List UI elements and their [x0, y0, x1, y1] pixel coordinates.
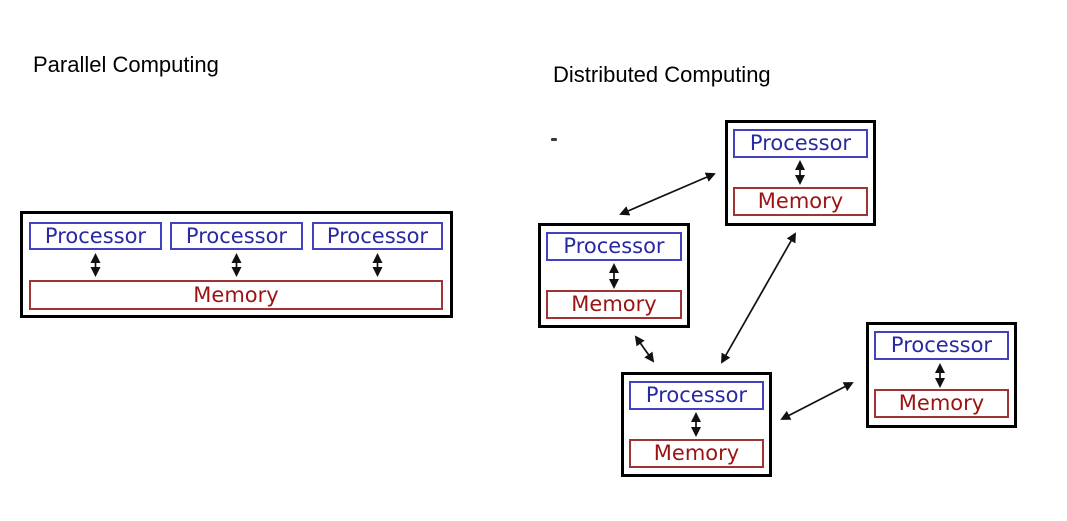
processor-label: Processor	[44, 223, 147, 248]
parallel-processor-box-3: Processor	[312, 222, 443, 250]
parallel-computing-title: Parallel Computing	[33, 52, 219, 77]
node-memory-box: Memory	[874, 389, 1009, 418]
arrow-link-top-bottom	[721, 232, 796, 364]
node-processor-box: Processor	[874, 331, 1009, 360]
processor-label: Processor	[326, 223, 429, 248]
memory-label: Memory	[898, 391, 985, 415]
distributed-node-bottom: Processor Memory	[621, 372, 772, 477]
distributed-node-left: Processor Memory	[538, 223, 690, 328]
node-memory-box: Memory	[733, 187, 868, 216]
node-processor-box: Processor	[733, 129, 868, 158]
distributed-node-top: Processor Memory	[725, 120, 876, 226]
parallel-processor-box-1: Processor	[29, 222, 162, 250]
parallel-shared-memory-box: Memory	[29, 280, 443, 310]
arrow-link-left-top	[619, 172, 716, 216]
distributed-computing-title: Distributed Computing	[553, 62, 771, 87]
memory-label: Memory	[571, 292, 657, 316]
node-processor-box: Processor	[629, 381, 764, 410]
memory-label: Memory	[193, 282, 279, 307]
memory-label: Memory	[653, 441, 740, 465]
stray-mark	[551, 138, 557, 141]
processor-label: Processor	[890, 333, 993, 357]
parallel-processor-box-2: Processor	[170, 222, 303, 250]
arrow-link-bottom-right	[780, 382, 854, 420]
arrow-link-left-bottom	[634, 335, 655, 363]
distributed-node-right: Processor Memory	[866, 322, 1017, 428]
node-processor-box: Processor	[546, 232, 682, 261]
node-memory-box: Memory	[546, 290, 682, 319]
processor-label: Processor	[185, 223, 288, 248]
processor-label: Processor	[645, 383, 748, 407]
processor-label: Processor	[563, 234, 665, 258]
parallel-system-frame: Processor Processor Processor Memory	[20, 211, 453, 318]
processor-label: Processor	[749, 131, 852, 155]
memory-label: Memory	[757, 189, 844, 213]
node-memory-box: Memory	[629, 439, 764, 468]
